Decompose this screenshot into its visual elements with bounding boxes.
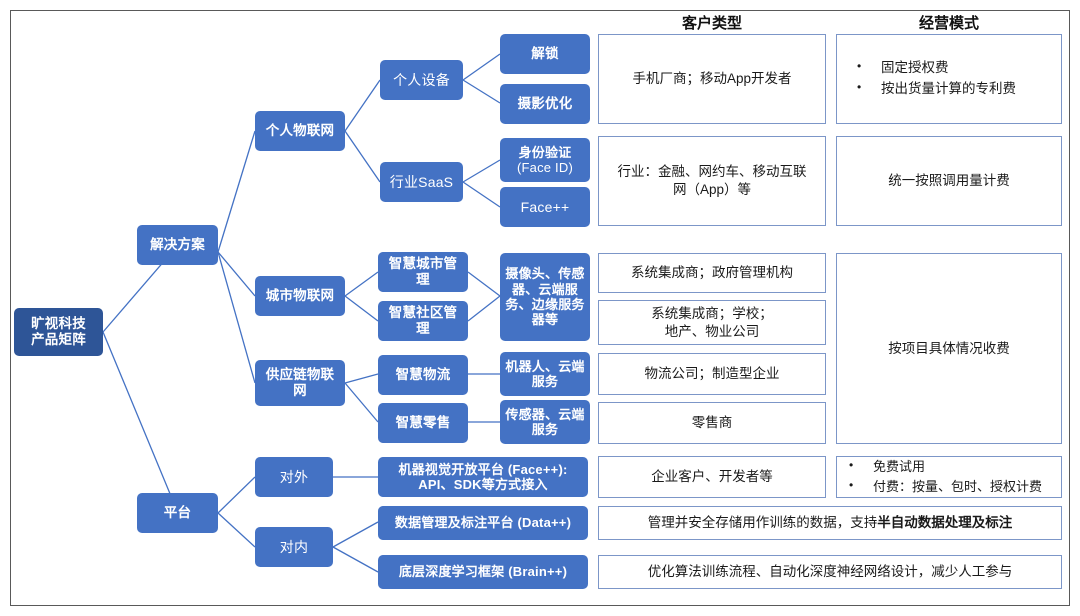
cell-business-external-platform: 免费试用 付费：按量、包时、授权计费 <box>836 456 1062 498</box>
node-face-plus-plus-label: Face++ <box>520 198 570 215</box>
node-smart-logistics-label: 智慧物流 <box>395 367 451 383</box>
node-identity-verification-label-line2: (Face ID) <box>517 160 573 175</box>
cell-customer-industry-saas: 行业：金融、网约车、移动互联 网（App）等 <box>598 136 826 226</box>
node-root-product-matrix[interactable]: 旷视科技 产品矩阵 <box>14 308 103 356</box>
cell-customer-smart-logistics: 物流公司；制造型企业 <box>598 353 826 395</box>
cell-customer-smart-city-text: 系统集成商；政府管理机构 <box>631 265 793 281</box>
cell-business-personal-device-bullet-1: 固定授权费 <box>855 57 1061 79</box>
cell-business-personal-device-bullet-2: 按出货量计算的专利费 <box>855 78 1061 100</box>
cell-business-iot-projects: 按项目具体情况收费 <box>836 253 1062 444</box>
node-brain-platform[interactable]: 底层深度学习框架 (Brain++) <box>378 555 588 589</box>
node-retail-hardware-label: 传感器、云端服务 <box>505 406 585 437</box>
cell-customer-smart-retail-text: 零售商 <box>691 415 733 431</box>
node-industry-saas-label: 行业SaaS <box>389 173 454 190</box>
cell-business-personal-device: 固定授权费 按出货量计算的专利费 <box>836 34 1062 124</box>
node-city-hardware[interactable]: 摄像头、传感器、云端服务、边缘服务器等 <box>500 253 590 341</box>
node-photo-optimization[interactable]: 摄影优化 <box>500 84 590 124</box>
node-logistics-hardware-label: 机器人、云端服务 <box>505 358 585 389</box>
node-supply-chain-iot[interactable]: 供应链物联网 <box>255 360 345 406</box>
node-smart-city-mgmt[interactable]: 智慧城市管理 <box>378 252 468 292</box>
node-industry-saas[interactable]: 行业SaaS <box>380 162 463 202</box>
node-supply-chain-iot-label: 供应链物联网 <box>265 367 335 398</box>
node-identity-verification-label-line1: 身份验证 <box>518 144 572 160</box>
cell-customer-industry-saas-line2: 网（App）等 <box>672 182 752 197</box>
node-smart-community-mgmt[interactable]: 智慧社区管理 <box>378 301 468 341</box>
node-face-open-platform-line1: 机器视觉开放平台 (Face++): <box>398 461 568 477</box>
column-header-customer-type: 客户类型 <box>681 14 742 32</box>
node-smart-retail[interactable]: 智慧零售 <box>378 403 468 443</box>
node-solutions-label: 解决方案 <box>150 237 205 253</box>
node-external-label: 对外 <box>279 468 309 485</box>
node-face-plus-plus[interactable]: Face++ <box>500 187 590 227</box>
node-face-open-platform[interactable]: 机器视觉开放平台 (Face++): API、SDK等方式接入 <box>378 457 588 497</box>
cell-customer-smart-community-line2: 地产、物业公司 <box>664 323 760 339</box>
node-identity-verification[interactable]: 身份验证 (Face ID) <box>500 138 590 182</box>
cell-business-industry-saas: 统一按照调用量计费 <box>836 136 1062 226</box>
node-photo-optimization-label: 摄影优化 <box>517 96 573 112</box>
cell-data-platform-description-text: 管理并安全存储用作训练的数据，支持半自动数据处理及标注 <box>648 514 1013 532</box>
node-personal-device-label: 个人设备 <box>393 71 450 88</box>
node-smart-community-mgmt-label: 智慧社区管理 <box>388 305 458 336</box>
node-unlock[interactable]: 解锁 <box>500 34 590 74</box>
node-face-open-platform-line2: API、SDK等方式接入 <box>418 477 548 492</box>
node-smart-logistics[interactable]: 智慧物流 <box>378 355 468 395</box>
node-smart-retail-label: 智慧零售 <box>395 415 451 431</box>
node-city-hardware-label: 摄像头、传感器、云端服务、边缘服务器等 <box>505 266 585 328</box>
node-platform[interactable]: 平台 <box>137 493 218 533</box>
cell-customer-smart-logistics-text: 物流公司；制造型企业 <box>644 366 780 382</box>
cell-brain-platform-description-text: 优化算法训练流程、自动化深度神经网络设计，减少人工参与 <box>647 564 1013 580</box>
node-platform-label: 平台 <box>163 505 192 521</box>
cell-data-platform-description: 管理并安全存储用作训练的数据，支持半自动数据处理及标注 <box>598 506 1062 540</box>
cell-customer-personal-device-text: 手机厂商；移动App开发者 <box>632 71 792 87</box>
node-data-platform[interactable]: 数据管理及标注平台 (Data++) <box>378 506 588 540</box>
cell-data-platform-description-bold: 半自动数据处理及标注 <box>877 515 1013 531</box>
node-internal[interactable]: 对内 <box>255 527 333 567</box>
node-smart-city-mgmt-label: 智慧城市管理 <box>388 256 458 287</box>
node-personal-device[interactable]: 个人设备 <box>380 60 463 100</box>
cell-business-external-platform-bullet-2: 付费：按量、包时、授权计费 <box>847 476 1061 497</box>
node-root-label: 旷视科技 产品矩阵 <box>31 316 86 347</box>
cell-customer-smart-community-line1: 系统集成商；学校； <box>651 305 773 321</box>
node-solutions[interactable]: 解决方案 <box>137 225 218 265</box>
node-brain-platform-label: 底层深度学习框架 (Brain++) <box>398 564 568 580</box>
node-internal-label: 对内 <box>279 538 309 555</box>
cell-business-industry-saas-text: 统一按照调用量计费 <box>888 173 1010 189</box>
node-personal-iot-label: 个人物联网 <box>265 123 335 139</box>
column-header-business-model: 经营模式 <box>918 14 979 32</box>
cell-business-external-platform-bullet-1: 免费试用 <box>847 456 1061 477</box>
cell-data-platform-description-pre: 管理并安全存储用作训练的数据，支持 <box>647 515 878 531</box>
cell-customer-external-platform-text: 企业客户、开发者等 <box>651 469 773 485</box>
node-external[interactable]: 对外 <box>255 457 333 497</box>
node-data-platform-label: 数据管理及标注平台 (Data++) <box>394 515 572 531</box>
cell-customer-industry-saas-line1: 行业：金融、网约车、移动互联 <box>617 164 807 180</box>
node-logistics-hardware[interactable]: 机器人、云端服务 <box>500 352 590 396</box>
cell-customer-personal-device: 手机厂商；移动App开发者 <box>598 34 826 124</box>
cell-customer-external-platform: 企业客户、开发者等 <box>598 456 826 498</box>
node-unlock-label: 解锁 <box>531 46 559 62</box>
cell-customer-smart-community: 系统集成商；学校； 地产、物业公司 <box>598 300 826 345</box>
cell-business-iot-projects-text: 按项目具体情况收费 <box>888 340 1010 356</box>
cell-customer-smart-city: 系统集成商；政府管理机构 <box>598 253 826 293</box>
cell-customer-smart-retail: 零售商 <box>598 402 826 444</box>
node-personal-iot[interactable]: 个人物联网 <box>255 111 345 151</box>
node-city-iot-label: 城市物联网 <box>265 288 335 304</box>
cell-brain-platform-description: 优化算法训练流程、自动化深度神经网络设计，减少人工参与 <box>598 555 1062 589</box>
node-retail-hardware[interactable]: 传感器、云端服务 <box>500 400 590 444</box>
node-city-iot[interactable]: 城市物联网 <box>255 276 345 316</box>
